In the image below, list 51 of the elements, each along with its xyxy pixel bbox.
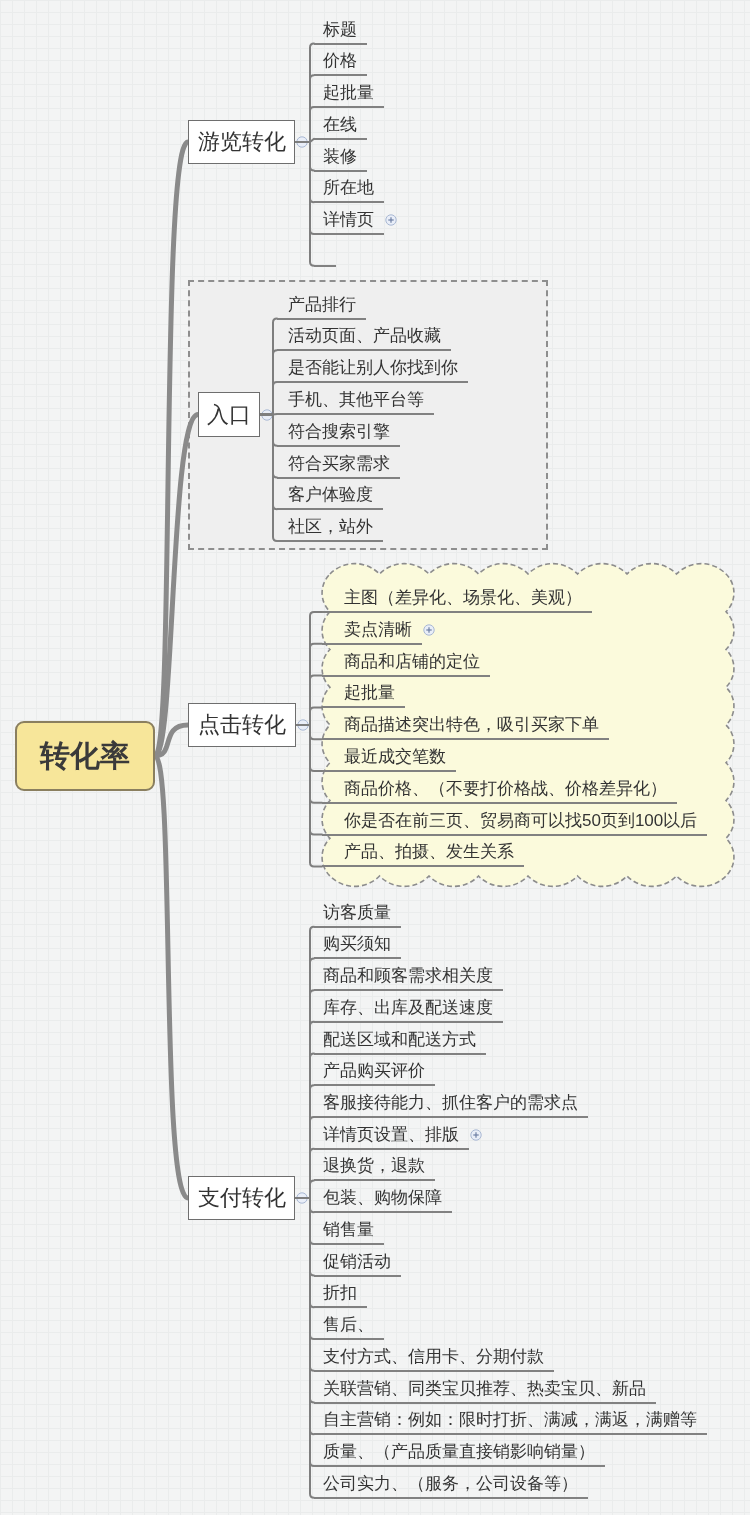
subtopic: 起批量 [322, 680, 405, 709]
subtopic: 质量、（产品质量直接销影响销量） [314, 1438, 605, 1467]
subtopic: 购买须知 [314, 931, 401, 960]
topic-box: 支付转化 [188, 1176, 295, 1220]
subtopic: 社区，站外 [277, 514, 383, 543]
central-topic-box: 转化率 [15, 721, 155, 791]
subtopic: 符合搜索引擎 [277, 418, 400, 447]
subtopic: 装修 [314, 143, 367, 172]
subtopic: 关联营销、同类宝贝推荐、热卖宝贝、新品 [314, 1375, 656, 1404]
subtopic: 商品价格、（不要打价格战、价格差异化） [322, 775, 677, 804]
subtopic: 符合买家需求 [277, 450, 400, 479]
subtopic: 自主营销：例如：限时打折、满减，满返，满赠等 [314, 1407, 707, 1436]
subtopic: 主图（差异化、场景化、美观） [322, 585, 592, 613]
subtopic: 你是否在前三页、贸易商可以找50页到100以后 [322, 807, 708, 836]
subtopic: 支付方式、信用卡、分期付款 [314, 1343, 554, 1372]
subtopic: 商品和店铺的定位 [322, 648, 490, 677]
subtopic: 商品和顾客需求相关度 [314, 963, 503, 992]
subtopic: 详情页设置、排版 [314, 1121, 469, 1150]
subtopic: 访客质量 [314, 899, 401, 928]
subtopic: 价格 [314, 48, 367, 77]
subtopic: 包装、购物保障 [314, 1185, 452, 1214]
subtopic: 公司实力、（服务，公司设备等） [314, 1470, 588, 1499]
subtopic: 配送区域和配送方式 [314, 1026, 486, 1055]
subtopic: 产品、拍摄、发生关系 [322, 839, 524, 868]
subtopic: 产品排行 [277, 291, 366, 320]
subtopic: 客户体验度 [277, 482, 383, 511]
subtopic: 起批量 [314, 80, 384, 108]
subtopic: 所在地 [314, 175, 384, 204]
topic-box: 游览转化 [188, 120, 295, 164]
subtopic: 是否能让别人你找到你 [277, 355, 468, 384]
topic-box: 点击转化 [188, 703, 296, 747]
subtopic: 活动页面、产品收藏 [277, 323, 451, 352]
subtopic: 标题 [314, 16, 367, 45]
dashed-boundary-box [188, 280, 548, 550]
subtopic: 促销活动 [314, 1248, 401, 1277]
subtopic: 最近成交笔数 [322, 744, 456, 772]
subtopic: 折扣 [314, 1280, 367, 1309]
subtopic: 产品购买评价 [314, 1058, 435, 1087]
subtopic: 卖点清晰 [322, 616, 422, 645]
empty-subtopic-line [314, 264, 336, 267]
cloud-boundary [318, 562, 738, 888]
subtopic: 客服接待能力、抓住客户的需求点 [314, 1090, 588, 1118]
subtopic: 详情页 [314, 207, 384, 235]
subtopic: 销售量 [314, 1216, 384, 1245]
subtopic: 在线 [314, 111, 367, 140]
topic-box: 入口 [198, 392, 260, 437]
subtopic: 商品描述突出特色，吸引买家下单 [322, 712, 609, 741]
subtopic: 退换货，退款 [314, 1153, 435, 1182]
subtopic: 手机、其他平台等 [277, 386, 434, 415]
subtopic: 库存、出库及配送速度 [314, 994, 503, 1023]
subtopic: 售后、 [314, 1312, 384, 1341]
